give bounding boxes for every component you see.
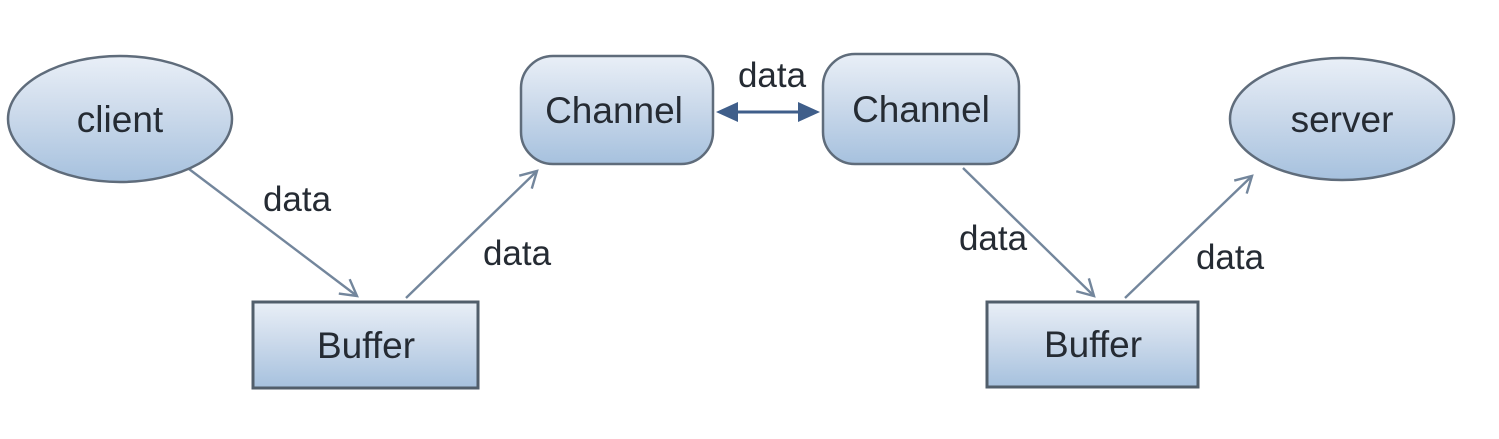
buffer-left-rect (251, 300, 480, 390)
edge-label-data-5: data (1196, 238, 1265, 277)
node-buffer-right: Buffer (985, 300, 1200, 389)
edge-line (962, 167, 1096, 298)
node-channel-left: Channel (519, 54, 715, 166)
edge-label-data-4: data (959, 219, 1028, 258)
node-channel-right-label: Channel (852, 89, 990, 130)
node-channel-left-label: Channel (545, 90, 683, 131)
channel-right-rounded-rect (821, 52, 1021, 166)
double-arrow-right-head-icon (798, 102, 820, 122)
node-buffer-left-label: Buffer (317, 325, 415, 366)
edge-label-data-2: data (483, 234, 552, 273)
node-channel-right: Channel (821, 52, 1021, 166)
edge-channel-right-to-buffer-right: data (959, 167, 1096, 298)
edge-channel-to-channel: data (716, 56, 820, 122)
edge-buffer-right-to-server: data (1124, 174, 1265, 299)
server-ellipse (1228, 56, 1456, 182)
client-ellipse (6, 54, 234, 184)
edge-line (188, 168, 359, 298)
edge-buffer-left-to-channel-left: data (405, 169, 552, 299)
node-client: client (6, 54, 234, 184)
node-client-label: client (77, 99, 164, 140)
edge-label-data-3: data (738, 56, 807, 95)
edge-line (405, 169, 539, 299)
node-buffer-right-label: Buffer (1044, 324, 1142, 365)
double-arrow-left-head-icon (716, 102, 738, 122)
node-server: server (1228, 56, 1456, 182)
channel-left-rounded-rect (519, 54, 715, 166)
node-buffer-left: Buffer (251, 300, 480, 390)
node-server-label: server (1291, 99, 1394, 140)
buffer-right-rect (985, 300, 1200, 389)
edge-line (1124, 174, 1254, 299)
edge-label-data-1: data (263, 180, 332, 219)
edge-client-to-buffer-left: data (188, 168, 359, 298)
